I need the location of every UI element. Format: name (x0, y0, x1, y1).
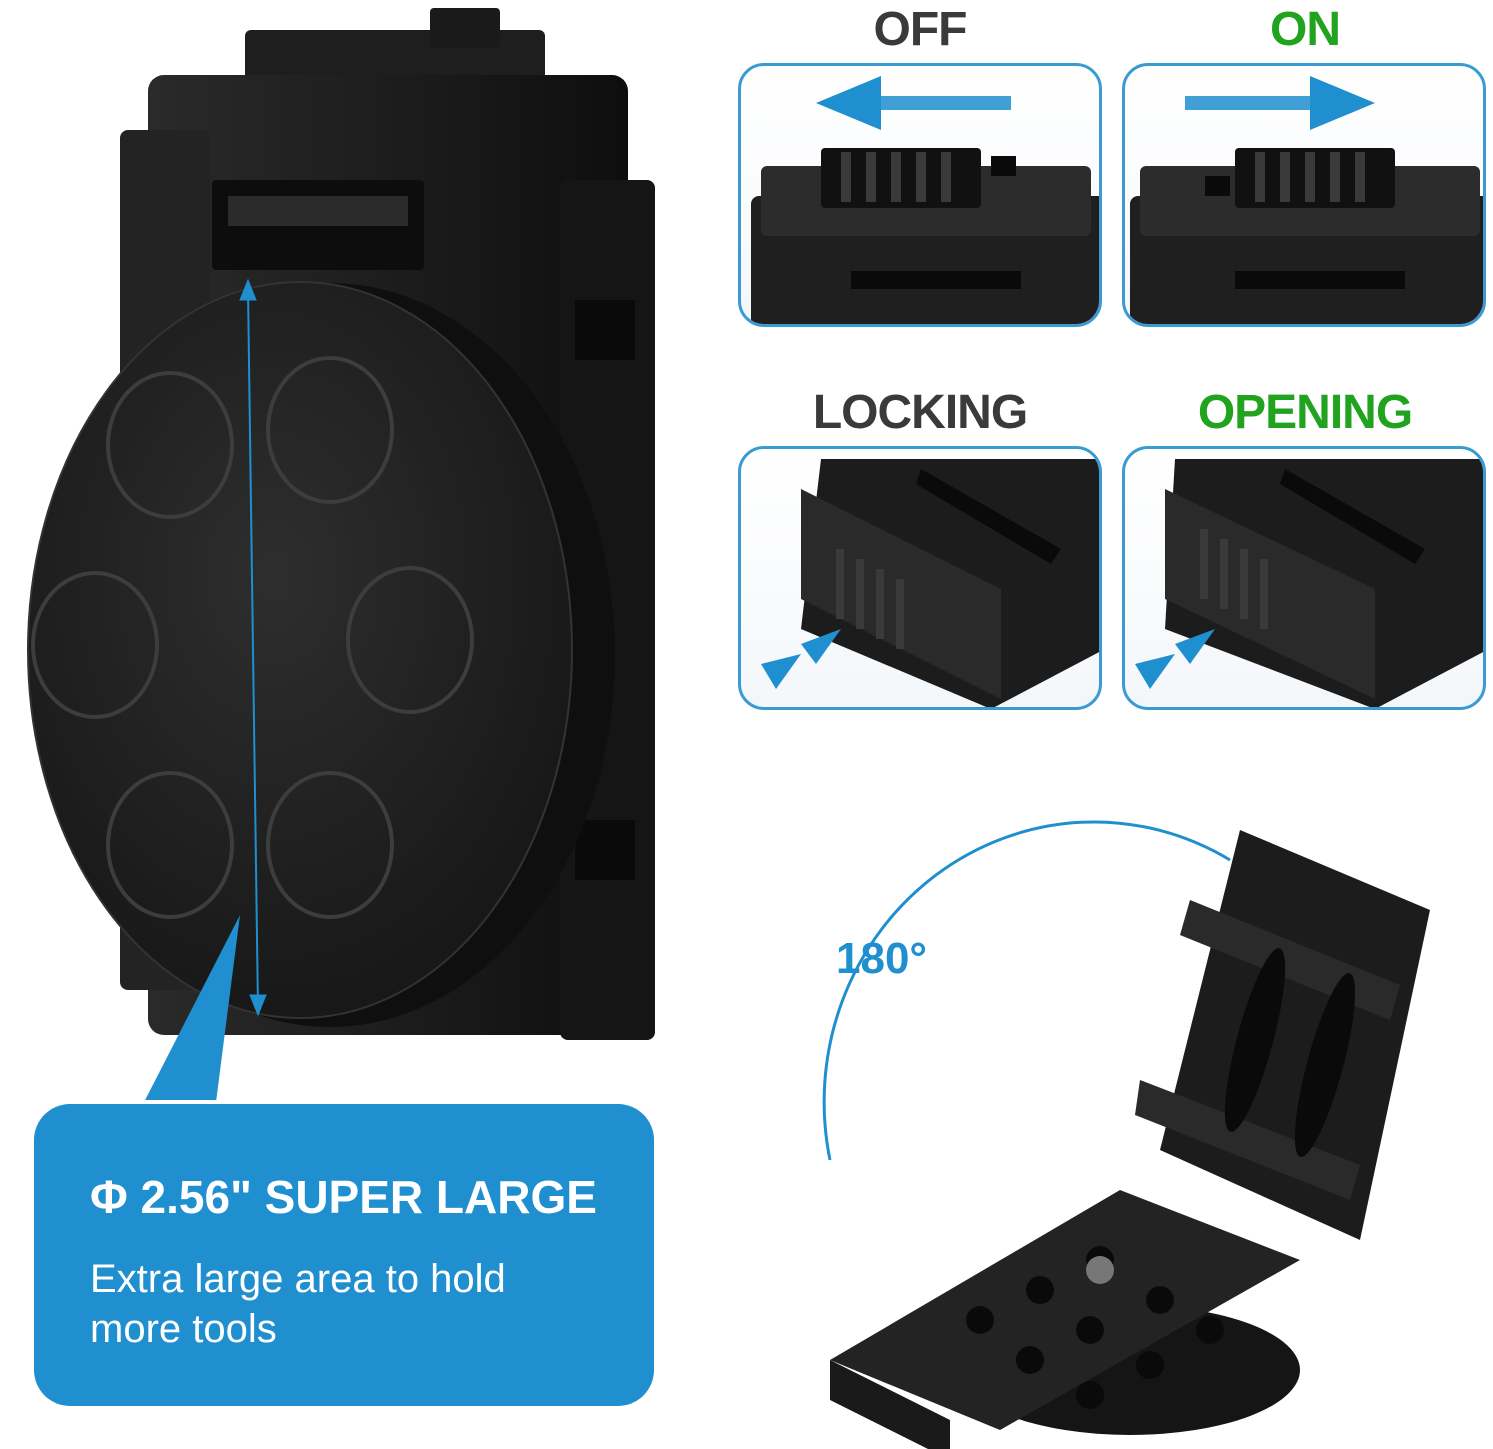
switch-off-illustration (751, 76, 1099, 324)
locking-illustration (761, 459, 1099, 707)
callout-title: Φ 2.56" SUPER LARGE (90, 1171, 597, 1223)
heading-on: ON (1270, 3, 1341, 56)
arrow-left-icon (816, 76, 1011, 130)
magnetic-disc (27, 281, 615, 1027)
rotation-illustration (822, 820, 1430, 1449)
double-chevron-icon (1135, 629, 1215, 689)
heading-off: OFF (873, 3, 968, 56)
panel-off (738, 63, 1102, 327)
arrow-right-icon (1185, 76, 1375, 130)
size-callout: Φ 2.56" SUPER LARGE Extra large area to … (34, 1104, 654, 1406)
center-screw (1086, 1256, 1114, 1284)
diameter-arrow-icon (239, 278, 267, 1017)
double-chevron-icon (761, 629, 841, 689)
rotation-angle-label: 180° (836, 934, 928, 983)
panel-on (1122, 63, 1486, 327)
heading-opening: OPENING (1197, 386, 1413, 439)
rotation-arc (822, 820, 1231, 1161)
opening-illustration (1135, 459, 1483, 707)
callout-description: Extra large area to hold more tools (90, 1257, 506, 1351)
main-product-illustration (27, 8, 655, 1100)
raised-plate (1160, 830, 1430, 1240)
switch-on-illustration (1130, 76, 1483, 324)
heading-locking: LOCKING (812, 386, 1028, 439)
callout-pointer (145, 915, 240, 1100)
panel-opening (1122, 446, 1486, 710)
disc-circle-pattern (31, 356, 474, 919)
panel-locking (738, 446, 1102, 710)
base-plate (830, 1190, 1300, 1430)
